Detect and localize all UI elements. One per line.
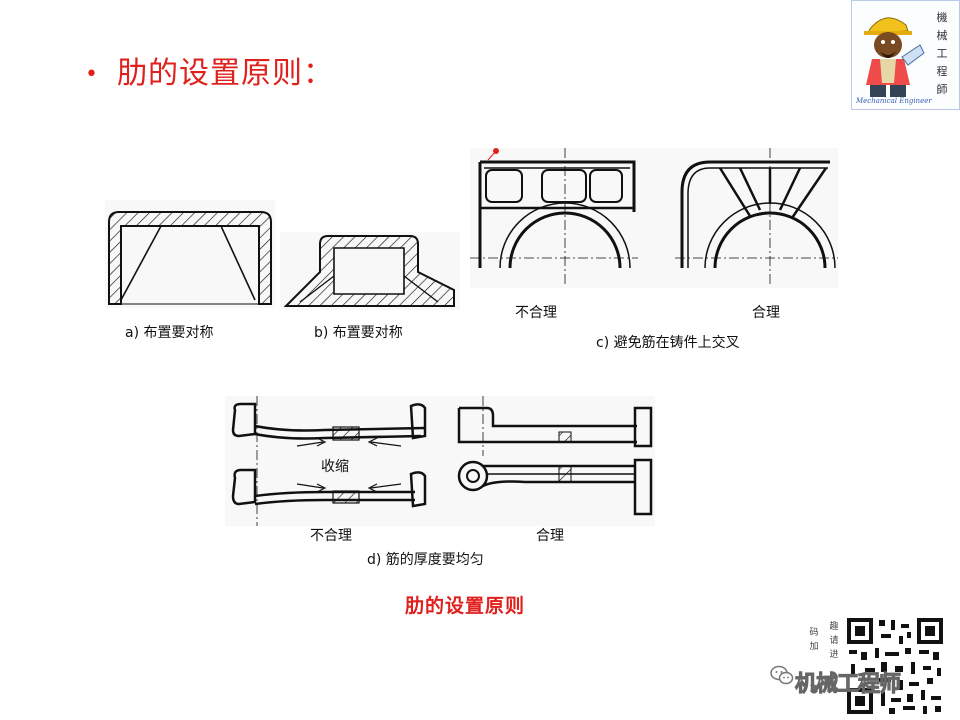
watermark-char: 友 [809,684,819,694]
watermark-brand: 机械工程师 [794,672,901,698]
figure-d-label: d) 筋的厚度要均匀 [367,552,484,568]
bullet-icon: • [85,62,99,87]
logo-char: 程 [936,65,948,78]
figure-c [470,148,838,288]
figure-a-drawing [108,211,272,305]
slide-title-text: 肋的设置原则： [116,56,334,91]
watermark-char: 加 [809,642,819,652]
figure-caption: 肋的设置原则 [405,595,526,617]
logo-char: 工 [936,47,948,60]
figure-c-label: c) 避免筋在铸件上交叉 [596,335,740,351]
watermark-col-3: 友 [808,682,820,696]
figure-d-shrink-label: 收缩 [321,459,349,475]
watermark-char: 请 [829,636,839,646]
logo-vertical-text: 機 械 工 程 師 [933,9,951,99]
figure-d [225,396,655,526]
engineer-mascot-icon [864,17,925,97]
figure-b-label: b) 布置要对称 [314,325,403,341]
logo-char: 機 [936,11,948,24]
wechat-icon [770,665,794,685]
watermark-char: 趣 [829,622,839,632]
figure-a-label: a) 布置要对称 [125,325,214,341]
figure-d-left-tag: 不合理 [310,528,352,544]
figure-c-right-tag: 合理 [752,305,780,321]
logo-subtitle: Mechanical Engineer [856,97,932,105]
figure-c-left-tag: 不合理 [515,305,557,321]
figure-c-drawing [470,148,838,284]
qr-code-icon [845,616,945,716]
logo-char: 械 [936,29,948,42]
watermark-char: 码 [809,628,819,638]
figure-d-right-tag: 合理 [536,528,564,544]
figure-a [105,200,275,308]
figure-b-drawing [283,235,455,307]
logo-char: 師 [936,83,948,96]
watermark-col-1: 码 加 [808,626,820,654]
watermark-col-2: 趣 请 进 [828,620,840,662]
figure-d-drawing [231,396,653,526]
figure-b [280,232,460,310]
brand-logo: 機 械 工 程 師 Mechanical Engineer [851,0,960,110]
slide-title: • 肋的设置原则： [85,48,334,92]
watermark-char: 进 [829,650,839,660]
